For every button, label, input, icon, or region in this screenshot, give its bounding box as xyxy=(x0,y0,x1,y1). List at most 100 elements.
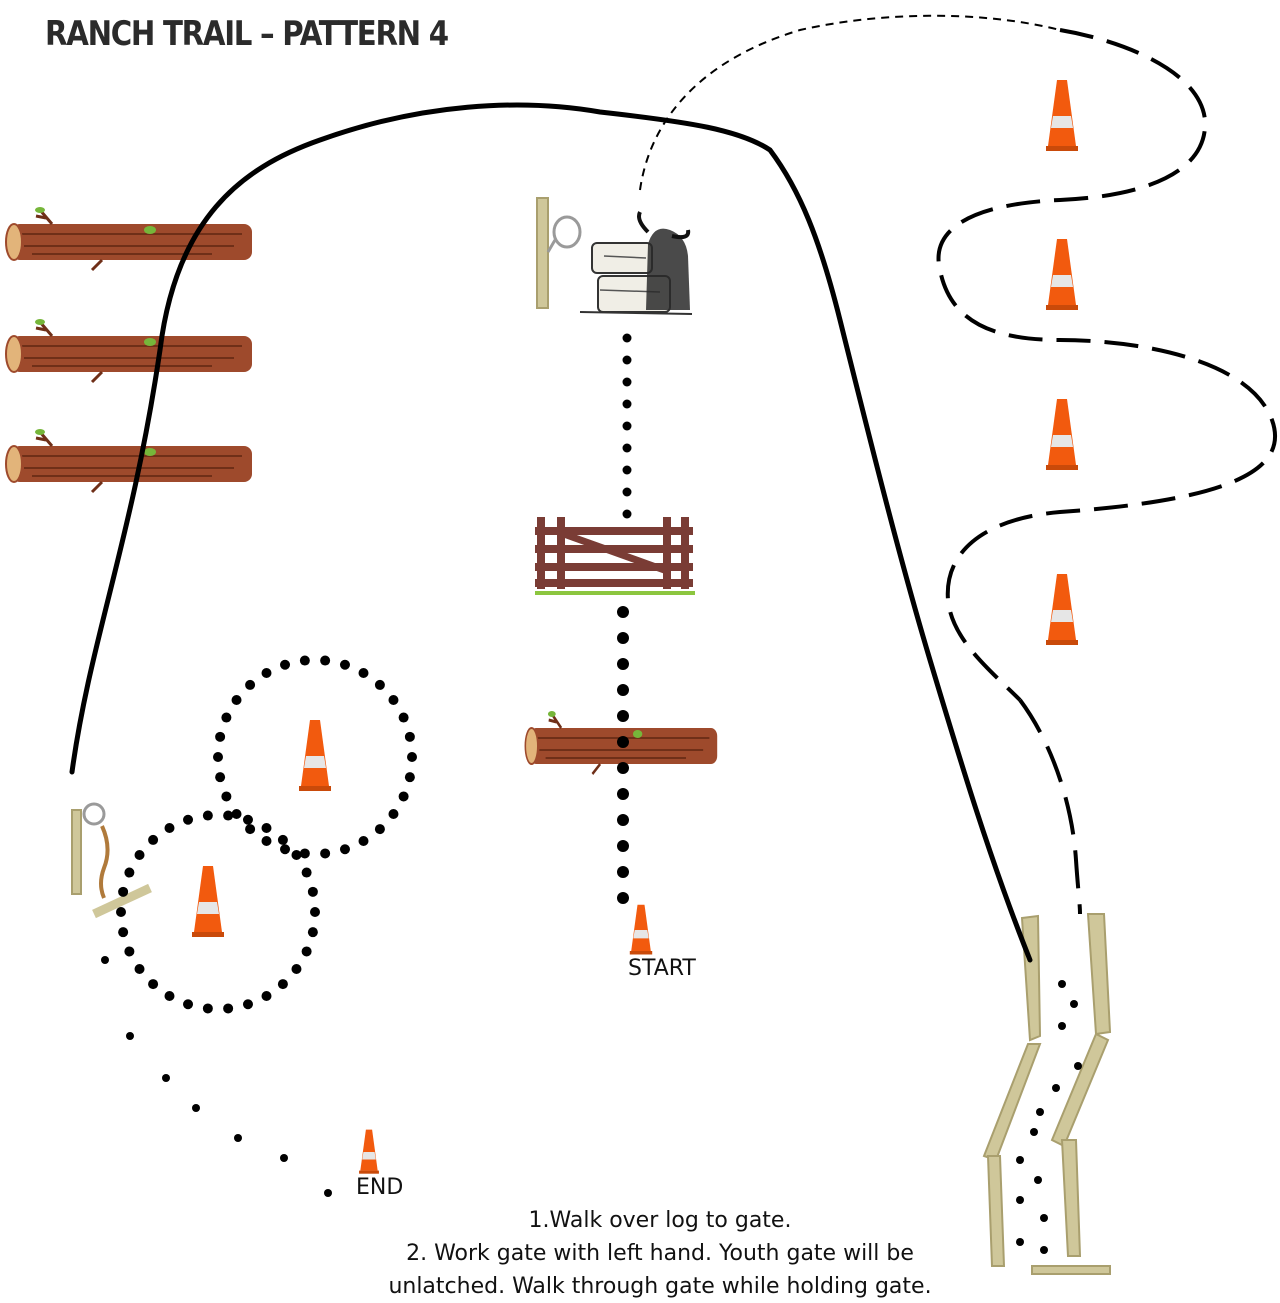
trail-dot xyxy=(308,887,318,897)
traffic-cone-icon xyxy=(359,1130,379,1174)
post-rope-icon xyxy=(537,198,580,308)
trail-dot xyxy=(623,488,632,497)
trail-dot xyxy=(324,1189,332,1197)
trail-path-serpentine xyxy=(939,30,1276,700)
start-label: START xyxy=(628,956,696,981)
trail-dot xyxy=(124,946,134,956)
trail-dot xyxy=(291,964,301,974)
trail-dot xyxy=(1074,1062,1082,1070)
trail-dot xyxy=(183,999,193,1009)
trail-dot xyxy=(308,927,318,937)
trail-dot xyxy=(388,809,398,819)
trail-dot xyxy=(223,1003,233,1013)
trail-dot xyxy=(340,844,350,854)
trail-dot xyxy=(623,400,632,409)
trail-dot xyxy=(623,378,632,387)
trail-dot xyxy=(617,736,629,748)
trail-dot xyxy=(359,668,369,678)
trail-dot xyxy=(623,356,632,365)
trail-dot xyxy=(126,1032,134,1040)
trail-dot xyxy=(310,907,320,917)
trail-dot xyxy=(1036,1108,1044,1116)
trail-dot xyxy=(192,1104,200,1112)
trail-dot xyxy=(340,660,350,670)
trail-dot xyxy=(213,752,223,762)
trail-dot xyxy=(165,991,175,1001)
trail-dot xyxy=(375,680,385,690)
traffic-cone-icon xyxy=(1046,239,1078,310)
trail-path-dotted-end xyxy=(101,956,332,1197)
log-icon xyxy=(6,429,252,492)
trail-dot xyxy=(124,868,134,878)
trail-dot xyxy=(1034,1176,1042,1184)
instructions: 1.Walk over log to gate. 2. Work gate wi… xyxy=(300,1204,1020,1303)
trail-dot xyxy=(118,887,128,897)
trail-dot xyxy=(262,668,272,678)
traffic-cone-icon xyxy=(630,905,652,955)
trail-dot xyxy=(262,823,272,833)
trail-dot xyxy=(215,772,225,782)
instruction-line: 2. Work gate with left hand. Youth gate … xyxy=(300,1237,1020,1270)
trail-dot xyxy=(320,656,330,666)
trail-dot xyxy=(221,791,231,801)
trail-dot xyxy=(623,510,632,519)
trail-dot xyxy=(1040,1246,1048,1254)
trail-dot xyxy=(280,660,290,670)
trail-dot xyxy=(617,814,629,826)
trail-dot xyxy=(148,979,158,989)
trail-dot xyxy=(617,892,629,904)
trail-dot xyxy=(291,850,301,860)
instruction-line: 1.Walk over log to gate. xyxy=(300,1204,1020,1237)
trail-dot xyxy=(135,850,145,860)
trail-dot xyxy=(215,732,225,742)
trail-path-dashed-thin xyxy=(640,16,1060,190)
trail-path-dotted-circles xyxy=(116,656,417,1014)
trail-dot xyxy=(245,680,255,690)
end-label: END xyxy=(356,1175,403,1200)
trail-dot xyxy=(407,752,417,762)
trail-dot xyxy=(203,811,213,821)
trail-dot xyxy=(617,762,629,774)
trail-dot xyxy=(183,815,193,825)
trail-dot xyxy=(243,999,253,1009)
trail-dot xyxy=(1040,1214,1048,1222)
traffic-cone-icon xyxy=(1046,399,1078,470)
trail-dot xyxy=(101,956,109,964)
traffic-cone-icon xyxy=(299,720,331,791)
trail-dot xyxy=(1016,1156,1024,1164)
trail-dot xyxy=(399,791,409,801)
trail-dot xyxy=(623,444,632,453)
trail-dot xyxy=(302,946,312,956)
trail-dot xyxy=(617,632,629,644)
instruction-line: unlatched. Walk through gate while holdi… xyxy=(300,1270,1020,1303)
traffic-cone-icon xyxy=(192,866,224,937)
trail-dot xyxy=(617,606,629,618)
trail-dot xyxy=(280,1154,288,1162)
trail-dot xyxy=(262,836,272,846)
trail-dot xyxy=(165,823,175,833)
trail-path-dotted-center xyxy=(617,334,632,905)
trail-dot xyxy=(1016,1196,1024,1204)
trail-dot xyxy=(399,713,409,723)
trail-dot xyxy=(1058,980,1066,988)
trail-dot xyxy=(243,815,253,825)
gate-icon xyxy=(535,517,695,595)
trail-dot xyxy=(1070,1000,1078,1008)
trail-dot xyxy=(203,1003,213,1013)
trail-dot xyxy=(617,658,629,670)
trail-dot xyxy=(1058,1022,1066,1030)
trail-dot xyxy=(1052,1084,1060,1092)
trail-dot xyxy=(617,684,629,696)
log-icon xyxy=(6,319,252,382)
trail-dot xyxy=(300,848,310,858)
trail-dot xyxy=(232,695,242,705)
trail-dot xyxy=(405,732,415,742)
trail-dot xyxy=(375,824,385,834)
trail-dot xyxy=(278,835,288,845)
trail-dot xyxy=(617,788,629,800)
traffic-cone-icon xyxy=(1046,80,1078,151)
trail-dot xyxy=(623,466,632,475)
log-icon xyxy=(6,207,252,270)
